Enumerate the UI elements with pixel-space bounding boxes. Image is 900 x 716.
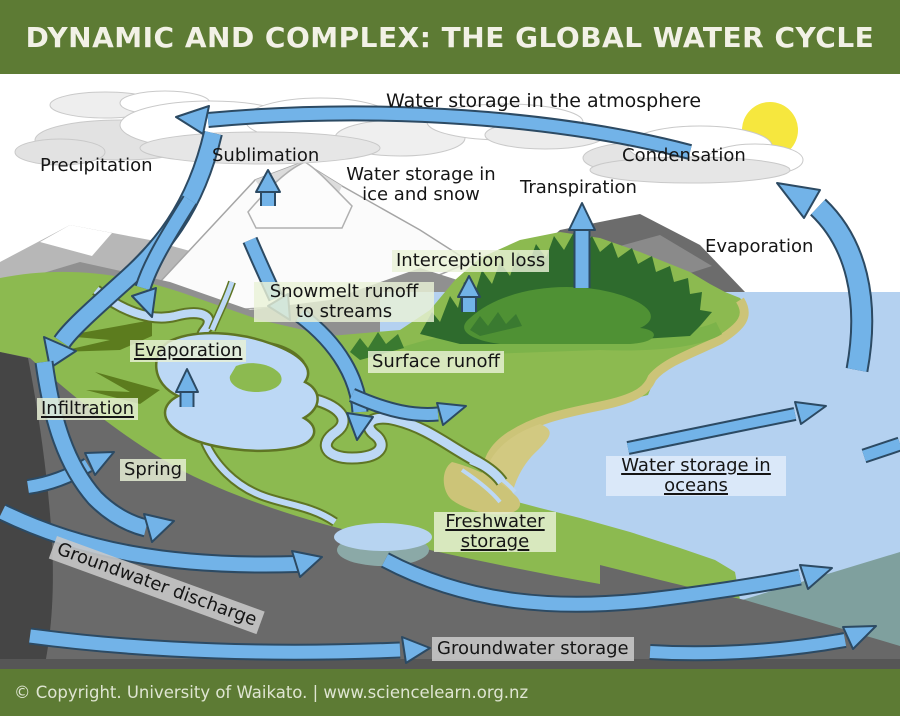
seepage-to-ocean-arrow (381, 552, 833, 613)
label-infiltration: Infiltration (37, 398, 139, 420)
label-condensation: Condensation (622, 145, 746, 166)
bedrock-strip (0, 659, 900, 669)
footer-bar: © Copyright. University of Waikato. | ww… (0, 669, 900, 716)
river (92, 280, 517, 527)
label-groundwater-storage: Groundwater storage (432, 637, 634, 661)
precipitation-branch-arrow (131, 195, 198, 318)
evaporation-ocean-arrow (776, 182, 874, 373)
groundwater-storage-arrow (649, 625, 877, 662)
beach-sand (443, 297, 749, 515)
diagram-canvas: Water storage in the atmosphere Precipit… (0, 74, 900, 669)
wetland-lake (154, 331, 319, 452)
groundwater-discharge-arrow (0, 503, 323, 578)
label-surface-runoff: Surface runoff (368, 351, 504, 373)
page-title: DYNAMIC AND COMPLEX: THE GLOBAL WATER CY… (25, 20, 875, 54)
label-atmosphere: Water storage in the atmosphere (386, 90, 702, 112)
interception-loss-arrow (457, 275, 481, 312)
forest (350, 232, 722, 360)
atmosphere-transport-arrow (175, 105, 693, 160)
label-evaporation-right: Evaporation (705, 236, 814, 257)
ocean-current-arrow (626, 401, 827, 455)
deep-ocean-floor (742, 552, 900, 648)
vegetation-streaks (58, 320, 160, 404)
title-bar: DYNAMIC AND COMPLEX: THE GLOBAL WATER CY… (0, 0, 900, 74)
label-transpiration: Transpiration (520, 177, 637, 198)
copyright-text: © Copyright. University of Waikato. | ww… (14, 683, 529, 702)
label-interception-loss: Interception loss (392, 250, 550, 272)
label-sublimation: Sublimation (212, 145, 320, 166)
label-spring: Spring (120, 459, 187, 481)
freshwater-pond (334, 523, 432, 566)
landscape-art (0, 74, 900, 669)
sublimation-arrow (255, 169, 281, 206)
ocean-edge-arrow (861, 436, 900, 464)
evaporation-lake-arrow (175, 368, 199, 407)
label-evaporation-left: Evaporation (130, 340, 247, 362)
surface-runoff-branch-arrow (348, 388, 467, 426)
transpiration-arrow (568, 202, 596, 288)
groundwater-flow-arrow (28, 627, 431, 664)
label-precipitation: Precipitation (40, 155, 153, 176)
precipitation-arrow (43, 130, 223, 369)
